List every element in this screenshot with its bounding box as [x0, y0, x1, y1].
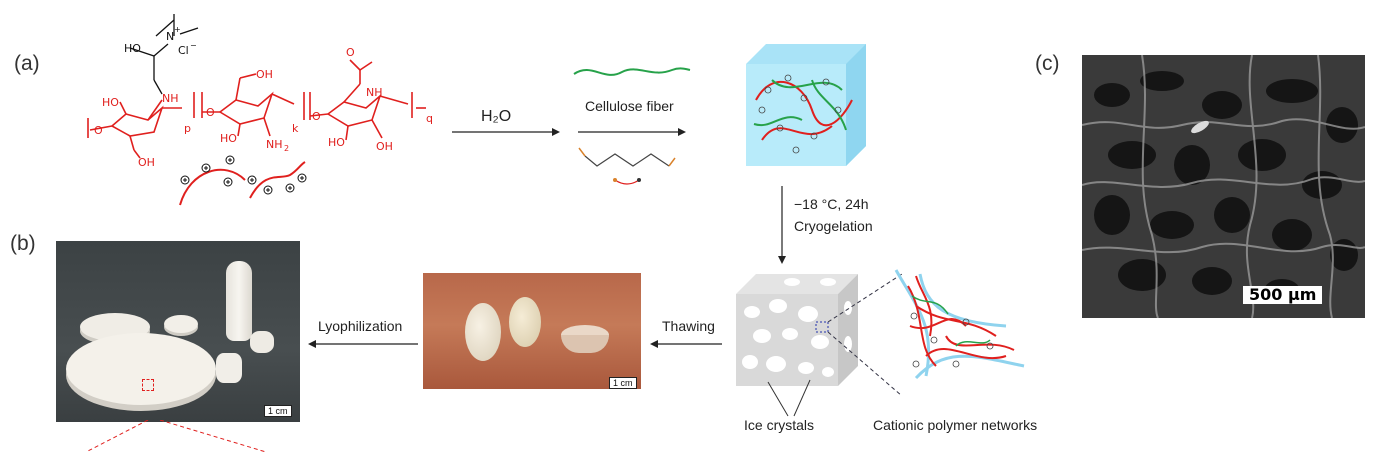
sub-k-label: k [292, 122, 299, 135]
nh-right-label: NH [366, 86, 383, 99]
ho-left-label: HO [102, 96, 119, 109]
hydrogel-cube-icon [746, 44, 866, 166]
nh2-label: NH [266, 138, 283, 151]
cryogelation-label: Cryogelation [794, 218, 873, 234]
water-arrow [452, 128, 560, 136]
oh-left-label: OH [138, 156, 155, 169]
link-o2-label: O [206, 106, 215, 119]
cationic-chain-icon [179, 155, 307, 206]
ice-crystals-label: Ice crystals [744, 417, 815, 433]
ho-mid-label: HO [220, 132, 237, 145]
panel-label-b: (b) [10, 232, 36, 255]
oh-mid-label: OH [256, 68, 273, 81]
pore-network-icon [894, 269, 1025, 380]
cellulose-fiber-icon [573, 67, 691, 76]
crosslink-arrow [578, 128, 686, 136]
sem-micrograph: 500 μm [1082, 55, 1365, 318]
glutaraldehyde-icon [578, 147, 676, 185]
ice-crystals-pointers [767, 379, 811, 417]
chloride-charge-label: − [190, 41, 197, 50]
thawing-arrow [650, 340, 722, 348]
ho-top-label: HO [124, 42, 141, 55]
dried-cryogel-photo: 1 cm [56, 241, 300, 422]
oh-right-label: OH [376, 140, 393, 153]
quat-charge-label: + [174, 25, 181, 34]
sem-scale-bar: 500 μm [1243, 286, 1323, 304]
cellulose-fiber-label: Cellulose fiber [585, 98, 674, 114]
sub-q-label: q [426, 112, 433, 125]
panel-label-a: (a) [14, 52, 40, 75]
sub-p-label: p [184, 122, 191, 135]
nh-left-label: NH [162, 92, 179, 105]
lyophilization-label: Lyophilization [318, 318, 403, 334]
acetyl-o-label: O [346, 46, 355, 59]
water-label: H₂O [481, 108, 512, 125]
lyophilization-arrow [308, 340, 418, 348]
cryogelation-temp-label: −18 °C, 24h [794, 196, 869, 212]
link-o3-label: O [312, 110, 321, 123]
nh2-sub-label: 2 [284, 144, 289, 153]
chitosan-structure: N + Cl − HO NH HO OH p OH HO NH 2 k NH H… [87, 14, 433, 169]
cationic-networks-label: Cationic polymer networks [873, 417, 1038, 433]
sem-texture [1082, 55, 1365, 318]
thawing-label: Thawing [662, 318, 715, 334]
cryogelation-arrow [778, 186, 786, 264]
zoom-lines [827, 273, 903, 397]
photo-zoom-lines [86, 420, 267, 453]
quat-n-label: N [166, 30, 174, 43]
link-o1-label: O [94, 124, 103, 137]
panel-label-c: (c) [1035, 52, 1060, 75]
thawed-cryogel-photo: 1 cm [423, 273, 641, 389]
dried-scale-bar: 1 cm [264, 405, 292, 417]
chloride-label: Cl [178, 44, 189, 57]
ho-right-label: HO [328, 136, 345, 149]
thawed-scale-bar: 1 cm [609, 377, 637, 389]
cryogel-cube-icon [736, 274, 858, 386]
